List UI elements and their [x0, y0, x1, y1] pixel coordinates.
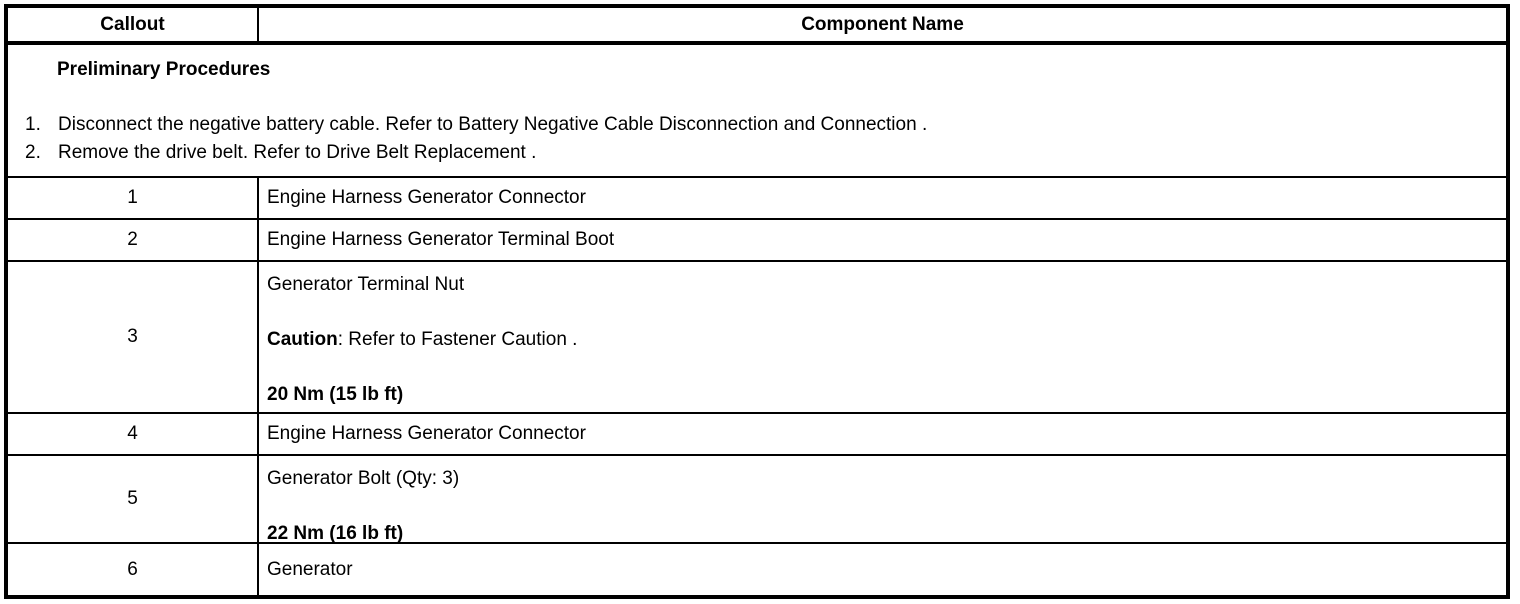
component-name-text: Generator Bolt (Qty: 3): [267, 468, 460, 489]
callout-column-header: Callout: [8, 8, 259, 41]
torque-spec: 22 Nm (16 lb ft): [267, 523, 404, 542]
component-name-column-header: Component Name: [801, 13, 964, 35]
table-row-4: 4 Engine Harness Generator Connector: [8, 414, 1506, 456]
caution-label: Caution: [267, 329, 338, 350]
step-number: 2.: [25, 142, 41, 163]
table-header-row: Callout Component Name: [8, 8, 1506, 45]
table-row-6: 6 Generator: [8, 544, 1506, 595]
table-row-1: 1 Engine Harness Generator Connector: [8, 178, 1506, 220]
preliminary-procedures-section: Preliminary Procedures 1. Disconnect the…: [8, 45, 1506, 178]
callout-cell: 4: [8, 414, 259, 454]
callout-cell: 2: [8, 220, 259, 260]
preliminary-step-1: 1. Disconnect the negative battery cable…: [8, 114, 1496, 136]
callout-cell: 6: [8, 544, 259, 595]
component-callout-table: Callout Component Name Preliminary Proce…: [4, 4, 1510, 599]
step-text: Disconnect the negative battery cable. R…: [58, 114, 928, 135]
component-cell: Engine Harness Generator Terminal Boot: [259, 220, 1506, 260]
component-cell: Engine Harness Generator Connector: [259, 178, 1506, 218]
callout-cell: 5: [8, 456, 259, 542]
preliminary-procedures-title: Preliminary Procedures: [57, 59, 271, 80]
callout-cell: 1: [8, 178, 259, 218]
table-row-5: 5 Generator Bolt (Qty: 3) 22 Nm (16 lb f…: [8, 456, 1506, 544]
preliminary-step-2: 2. Remove the drive belt. Refer to Drive…: [8, 142, 1496, 164]
component-cell: Generator: [259, 544, 1506, 595]
component-cell: Generator Terminal Nut Caution: Refer to…: [259, 262, 1506, 412]
component-name-text: Engine Harness Generator Connector: [267, 423, 586, 444]
step-text: Remove the drive belt. Refer to Drive Be…: [58, 142, 537, 163]
component-name-text: Generator: [267, 558, 353, 580]
table-row-3: 3 Generator Terminal Nut Caution: Refer …: [8, 262, 1506, 414]
preliminary-steps-list: 1. Disconnect the negative battery cable…: [8, 114, 1496, 164]
caution-text: : Refer to Fastener Caution .: [337, 329, 578, 350]
component-cell: Engine Harness Generator Connector: [259, 414, 1506, 454]
callout-cell: 3: [8, 262, 259, 412]
table-row-2: 2 Engine Harness Generator Terminal Boot: [8, 220, 1506, 262]
step-number: 1.: [25, 114, 41, 135]
caution-note: Caution: Refer to Fastener Caution .: [267, 329, 1506, 351]
component-name-text: Engine Harness Generator Terminal Boot: [267, 229, 615, 250]
component-cell: Generator Bolt (Qty: 3) 22 Nm (16 lb ft): [259, 456, 1506, 542]
component-name-text: Engine Harness Generator Connector: [267, 187, 586, 208]
component-name-text: Generator Terminal Nut: [267, 274, 465, 295]
torque-spec: 20 Nm (15 lb ft): [267, 384, 404, 405]
